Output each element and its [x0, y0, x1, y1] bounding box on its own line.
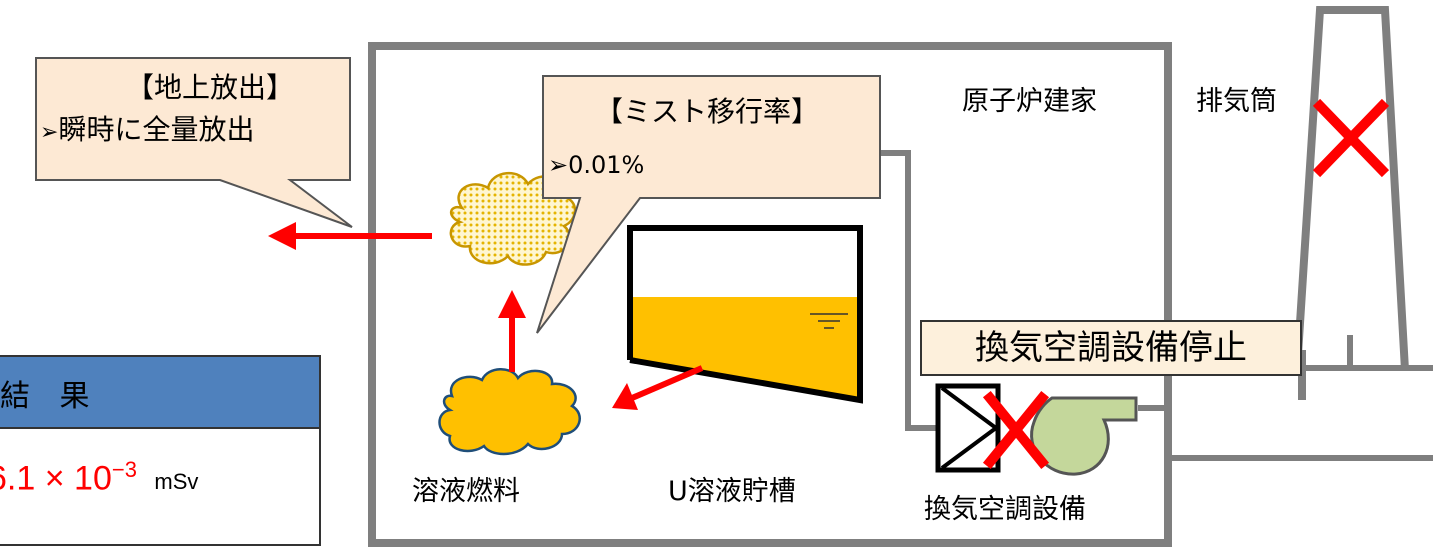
stop-cross-stack [1312, 98, 1390, 178]
result-header-text: 結 果 [0, 379, 100, 414]
result-exponent: −3 [111, 457, 137, 482]
exhaust-stack-label: 排気筒 [1196, 86, 1277, 117]
u-solution-tank-label: U溶液貯槽 [668, 476, 796, 507]
reactor-building-label: 原子炉建家 [962, 86, 1097, 117]
reactor-building-wall [368, 42, 1172, 547]
result-header: 結 果 [0, 357, 319, 429]
ventilation-equipment-label: 換気空調設備 [924, 494, 1086, 525]
ventilation-equipment [935, 383, 1138, 476]
bullet-arrow-icon: ➢ [548, 151, 569, 179]
result-value: 6.1 × 10−3 mSv [0, 457, 198, 498]
callout-mist-body: 0.01% [568, 151, 645, 179]
result-mantissa: 6.1 [0, 459, 36, 498]
callout-release-shape [35, 57, 353, 228]
fan-icon [1030, 396, 1138, 476]
arrow-tank-to-fuel [630, 365, 704, 401]
solution-fuel-cloud [438, 368, 581, 456]
callout-release-text: ➢瞬時に全量放出 [40, 112, 254, 147]
callout-release-body: 瞬時に全量放出 [58, 113, 255, 146]
release-arrows [268, 222, 704, 410]
solution-fuel-label: 溶液燃料 [412, 476, 520, 507]
u-solution-tank [627, 225, 863, 404]
result-unit: mSv [154, 469, 199, 495]
bullet-arrow-icon: ➢ [40, 120, 59, 145]
divider [1170, 82, 1172, 126]
result-base: 10 [74, 459, 112, 498]
result-times: × [44, 459, 65, 498]
callout-mist-text: ➢0.01% [548, 150, 644, 180]
callout-mist-shape [536, 75, 881, 334]
exhaust-stack [1293, 6, 1409, 400]
callout-release-title: 【地上放出】 [126, 71, 295, 104]
callout-mist-title: 【ミスト移行率】 [595, 95, 820, 128]
internal-duct [880, 150, 938, 431]
stop-cross-ventilation [982, 390, 1050, 470]
liquid-level-symbol [810, 313, 848, 329]
result-box: 結 果 6.1 × 10−3 mSv [0, 355, 321, 546]
ventilation-stop-label: 換気空調設備停止 [920, 320, 1302, 376]
